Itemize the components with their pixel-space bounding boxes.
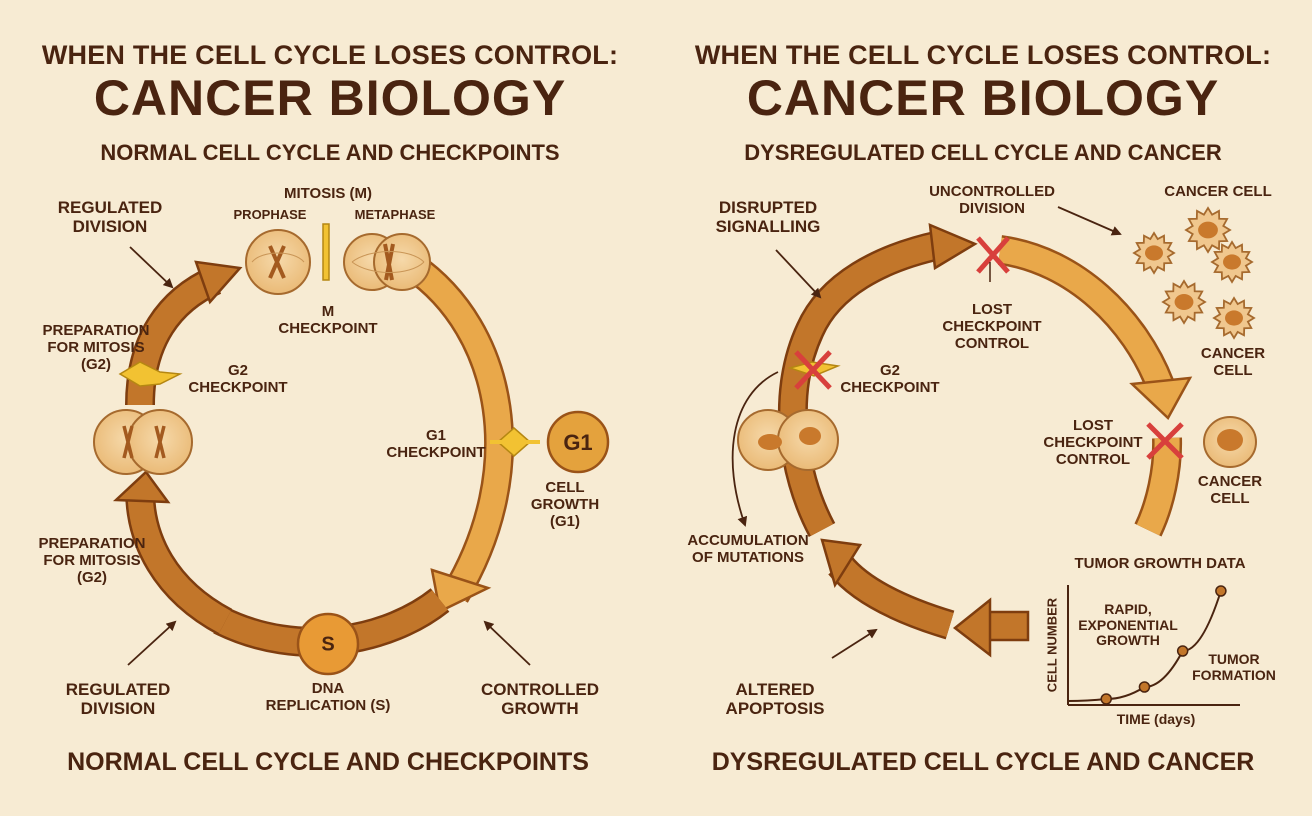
cancer-cell-nucleus-2 <box>1198 221 1218 239</box>
label-m-checkpoint: M CHECKPOINT <box>278 303 378 337</box>
g2-dividing-cell <box>93 409 193 475</box>
label-disrupted-signalling: DISRUPTED SIGNALLING <box>715 198 821 237</box>
chart-annotation-rapid: RAPID, EXPONENTIAL GROWTH <box>1078 601 1178 649</box>
label-g2-checkpoint-right: G2 CHECKPOINT <box>840 362 940 396</box>
label-cancer-cell-top: CANCER CELL <box>1164 183 1272 200</box>
label-lost-checkpoint-right: LOST CHECKPOINT CONTROL <box>1043 417 1143 468</box>
chart-title: TUMOR GROWTH DATA <box>1074 555 1246 572</box>
label-mitosis: MITOSIS (M) <box>283 185 373 202</box>
label-uncontrolled-division: UNCONTROLLED DIVISION <box>929 183 1055 217</box>
label-regulated-division-top: REGULATED DIVISION <box>57 198 163 237</box>
right-title: CANCER BIOLOGY <box>746 70 1220 126</box>
chart-x-label: TIME (days) <box>1116 711 1196 727</box>
growth-point-1 <box>1100 693 1112 705</box>
label-controlled-growth: CONTROLLED GROWTH <box>480 680 600 719</box>
label-cancer-cell-mid: CANCER CELL <box>1200 345 1266 379</box>
s-phase-label: S <box>321 633 335 656</box>
g2-checkpoint-marker <box>118 361 183 387</box>
chart-y-label: CELL NUMBER <box>1044 597 1060 693</box>
g1-phase-circle <box>546 410 610 474</box>
metaphase-cell <box>343 233 431 291</box>
growth-point-2 <box>1138 681 1151 693</box>
g2-checkpoint-cross <box>787 350 841 390</box>
label-metaphase: METAPHASE <box>354 207 436 222</box>
label-cell-growth: CELL GROWTH (G1) <box>530 479 600 530</box>
label-g1-checkpoint: G1 CHECKPOINT <box>386 427 486 461</box>
label-prep-mitosis-bottom: PREPARATION FOR MITOSIS (G2) <box>38 535 146 586</box>
cancer-cell-single <box>1203 416 1257 468</box>
right-footer: DYSREGULATED CELL CYCLE AND CANCER <box>711 748 1255 776</box>
chart-annotation-tumor: TUMOR FORMATION <box>1192 651 1276 683</box>
label-accumulation-of-mutations: ACCUMULATION OF MUTATIONS <box>687 532 809 566</box>
growth-point-3 <box>1176 645 1189 657</box>
right-supertitle: WHEN THE CELL CYCLE LOSES CONTROL: <box>694 40 1272 70</box>
label-prep-mitosis-top: PREPARATION FOR MITOSIS (G2) <box>42 322 150 373</box>
g1-phase-label: G1 <box>563 430 593 455</box>
label-g2-checkpoint: G2 CHECKPOINT <box>188 362 288 396</box>
left-subtitle: NORMAL CELL CYCLE AND CHECKPOINTS <box>100 140 560 165</box>
label-lost-checkpoint-top: LOST CHECKPOINT CONTROL <box>942 301 1042 352</box>
growth-point-4 <box>1215 585 1227 597</box>
label-dna-replication: DNA REPLICATION (S) <box>265 680 391 714</box>
left-footer: NORMAL CELL CYCLE AND CHECKPOINTS <box>67 748 589 776</box>
cancer-cell-nucleus-3 <box>1223 254 1241 270</box>
s-phase-circle <box>296 612 360 676</box>
m-checkpoint-marker <box>322 223 330 281</box>
label-cancer-cell-right: CANCER CELL <box>1197 473 1263 507</box>
tumor-growth-chart <box>1067 585 1240 706</box>
lost-checkpoint-cross-right <box>1146 422 1184 460</box>
cancer-cell-nucleus-1 <box>1145 245 1163 261</box>
dysregulated-dividing-cell <box>737 409 839 471</box>
left-title: CANCER BIOLOGY <box>93 70 567 126</box>
label-altered-apoptosis: ALTERED APOPTOSIS <box>725 680 825 719</box>
cancer-cell-nucleus-4 <box>1174 294 1194 310</box>
right-subtitle: DYSREGULATED CELL CYCLE AND CANCER <box>744 140 1222 165</box>
cancer-cell-nucleus-5 <box>1225 310 1243 326</box>
cancer-cell-cluster <box>1132 206 1256 340</box>
dysregulated-cycle-ring <box>777 223 1193 658</box>
lost-checkpoint-cross-top <box>976 236 1010 274</box>
left-supertitle: WHEN THE CELL CYCLE LOSES CONTROL: <box>41 40 619 70</box>
label-prophase: PROPHASE <box>233 207 307 222</box>
label-regulated-division-bottom: REGULATED DIVISION <box>65 680 171 719</box>
prophase-cell <box>245 229 311 295</box>
